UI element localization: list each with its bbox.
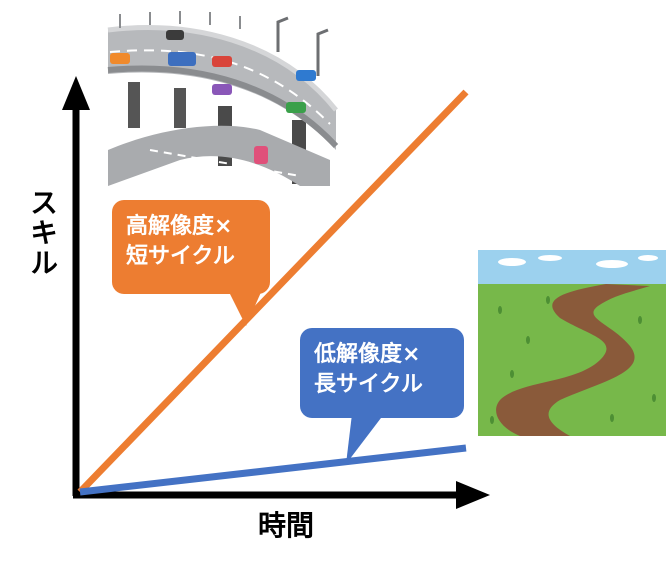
slow-growth-line bbox=[79, 444, 467, 496]
winding-dirt-road-illustration bbox=[478, 250, 666, 436]
y-axis-label: スキル bbox=[26, 188, 59, 278]
slow-path-label-line1: 低解像度× bbox=[314, 342, 421, 367]
x-axis-label: 時間 bbox=[258, 509, 315, 542]
y-axis-arrowhead bbox=[62, 76, 90, 110]
slow-path-bubble bbox=[300, 328, 464, 464]
x-axis-arrowhead bbox=[456, 481, 490, 509]
fast-path-label-line1: 高解像度× bbox=[126, 214, 233, 239]
fast-growth-line bbox=[77, 89, 469, 495]
fast-path-label-line2: 短サイクル bbox=[126, 244, 235, 269]
highway-illustration bbox=[107, 10, 339, 188]
fast-path-bubble bbox=[112, 200, 270, 326]
slow-path-label-line2: 長サイクル bbox=[314, 372, 423, 397]
axes bbox=[62, 76, 490, 509]
fast-path-label: 高解像度× 短サイクル bbox=[126, 212, 235, 272]
slow-path-label: 低解像度× 長サイクル bbox=[314, 340, 423, 400]
